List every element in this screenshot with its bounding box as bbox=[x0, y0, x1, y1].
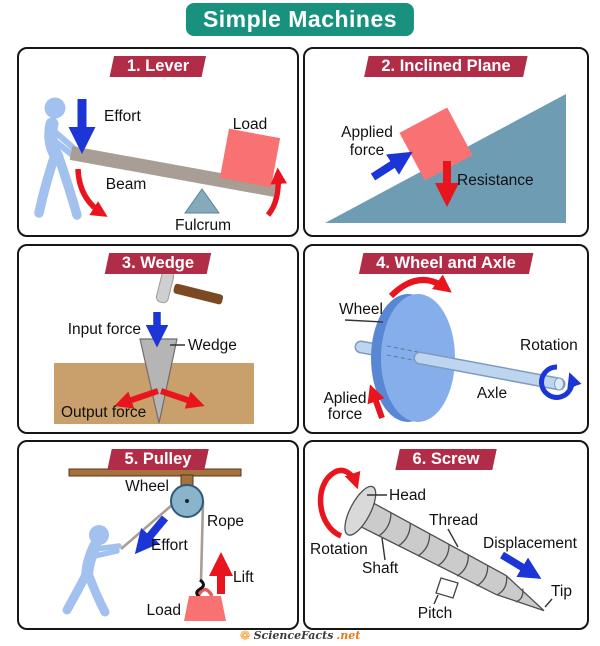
lever-illustration: Effort Load Beam Fulcrum bbox=[34, 97, 288, 234]
applied-force-arrow-icon bbox=[367, 384, 385, 420]
wedge-label: Wedge bbox=[188, 337, 237, 354]
rotation-arrow-icon bbox=[317, 467, 361, 539]
displacement-label: Displacement bbox=[483, 535, 578, 552]
applied-force-arrow-icon bbox=[370, 151, 413, 181]
load-box bbox=[219, 128, 281, 188]
screw-body bbox=[344, 485, 545, 612]
brand-name: ScienceFacts bbox=[253, 629, 334, 642]
screw-head bbox=[344, 485, 377, 536]
pointer-lines bbox=[367, 494, 553, 608]
brand-suffix: .net bbox=[336, 629, 361, 642]
rope-label: Rope bbox=[207, 513, 244, 530]
wheel-rotation-arrow-icon bbox=[388, 274, 452, 299]
panel-wheel-and-axle: 4. Wheel and Axle bbox=[303, 244, 589, 434]
output-force-left-arrow-icon bbox=[114, 388, 159, 409]
effort-arrow-icon bbox=[134, 515, 169, 555]
panel-inclined-plane-banner: 2. Inclined Plane bbox=[364, 56, 528, 77]
applied-force-label-line1: Applied bbox=[341, 124, 393, 141]
wheel-pointer-line bbox=[344, 319, 384, 323]
beam-shape bbox=[69, 146, 277, 197]
shaft-label: Shaft bbox=[362, 560, 399, 577]
rotation-label: Rotation bbox=[520, 337, 578, 354]
screw-illustration: Head Thread Rotation Shaft Displacement … bbox=[310, 467, 578, 622]
thread-lines bbox=[378, 512, 524, 603]
hook-icon bbox=[195, 578, 205, 600]
fulcrum-triangle bbox=[184, 188, 220, 214]
applied-force-label-line2: force bbox=[328, 406, 362, 423]
wheel-and-axle-illustration: Wheel Rotation Axle Aplied force bbox=[323, 274, 582, 423]
axle-rotation-arrow-icon bbox=[539, 364, 582, 400]
screw-rotation-label: Rotation bbox=[310, 541, 368, 558]
output-force-label: Output force bbox=[61, 404, 146, 421]
pulley-load-label: Load bbox=[147, 602, 181, 619]
pitch-box bbox=[435, 577, 459, 599]
lift-label: Lift bbox=[233, 569, 254, 586]
panel-wedge-title: 3. Wedge bbox=[121, 254, 195, 272]
pulley-axle-dot bbox=[185, 499, 189, 503]
lever-fulcrum-label: Fulcrum bbox=[175, 217, 231, 234]
panel-inclined-plane: 2. Inclined Plane Applied force Resistan… bbox=[303, 47, 589, 237]
pulley-effort-label: Effort bbox=[151, 537, 188, 554]
panel-wheel-and-axle-banner: 4. Wheel and Axle bbox=[358, 253, 534, 274]
pitch-label: Pitch bbox=[418, 605, 452, 622]
inclined-plane-illustration: Applied force Resistance bbox=[325, 94, 566, 223]
tip-label: Tip bbox=[551, 583, 572, 600]
panel-lever: 1. Lever bbox=[17, 47, 299, 237]
thread-label: Thread bbox=[429, 512, 478, 529]
applied-force-label-line2: force bbox=[350, 142, 384, 159]
pulley-illustration: Wheel Rope Effort Lift Load bbox=[62, 468, 254, 621]
panel-screw-banner: 6. Screw bbox=[395, 449, 497, 470]
panel-screw-title: 6. Screw bbox=[412, 450, 480, 468]
panel-pulley: 5. Pulley bbox=[17, 440, 299, 630]
person-icon bbox=[62, 525, 122, 617]
up-motion-arrow-icon bbox=[265, 167, 288, 217]
pulley-wheel-label: Wheel bbox=[125, 478, 169, 495]
panel-screw: 6. Screw bbox=[303, 440, 589, 630]
output-force-right-arrow-icon bbox=[160, 388, 205, 409]
panel-wheel-and-axle-title: 4. Wheel and Axle bbox=[376, 254, 516, 272]
resistance-label: Resistance bbox=[457, 172, 534, 189]
sliding-box bbox=[399, 107, 473, 181]
panel-inclined-plane-title: 2. Inclined Plane bbox=[381, 57, 511, 75]
lever-load-label: Load bbox=[233, 116, 267, 133]
load-bag bbox=[184, 596, 226, 621]
axle-rod-right bbox=[413, 351, 566, 391]
panel-lever-banner: 1. Lever bbox=[109, 56, 207, 77]
lever-beam-label: Beam bbox=[106, 176, 147, 193]
brand-footer: ❁ ScienceFacts .net bbox=[240, 629, 361, 642]
bag-handle bbox=[196, 587, 214, 597]
axle-end-cap bbox=[554, 377, 564, 391]
support-beam bbox=[68, 468, 242, 477]
wheel-label: Wheel bbox=[339, 301, 383, 318]
applied-force-label-line1: Aplied bbox=[323, 390, 366, 407]
panel-lever-title: 1. Lever bbox=[126, 57, 190, 75]
panel-wedge: 3. Wedge Input force Wedge Output f bbox=[17, 244, 299, 434]
down-motion-arrow-icon bbox=[75, 168, 108, 217]
input-force-label: Input force bbox=[68, 321, 141, 338]
flower-icon: ❁ bbox=[239, 628, 251, 643]
panel-pulley-title: 5. Pulley bbox=[124, 450, 192, 468]
panel-pulley-banner: 5. Pulley bbox=[107, 449, 209, 470]
displacement-arrow-icon bbox=[500, 551, 542, 579]
panel-wedge-banner: 3. Wedge bbox=[104, 253, 212, 274]
page-title: Simple Machines bbox=[185, 3, 415, 36]
axle-label: Axle bbox=[477, 385, 507, 402]
lever-effort-label: Effort bbox=[104, 108, 141, 125]
wedge-illustration: Input force Wedge Output force bbox=[54, 265, 254, 424]
head-label: Head bbox=[389, 487, 426, 504]
